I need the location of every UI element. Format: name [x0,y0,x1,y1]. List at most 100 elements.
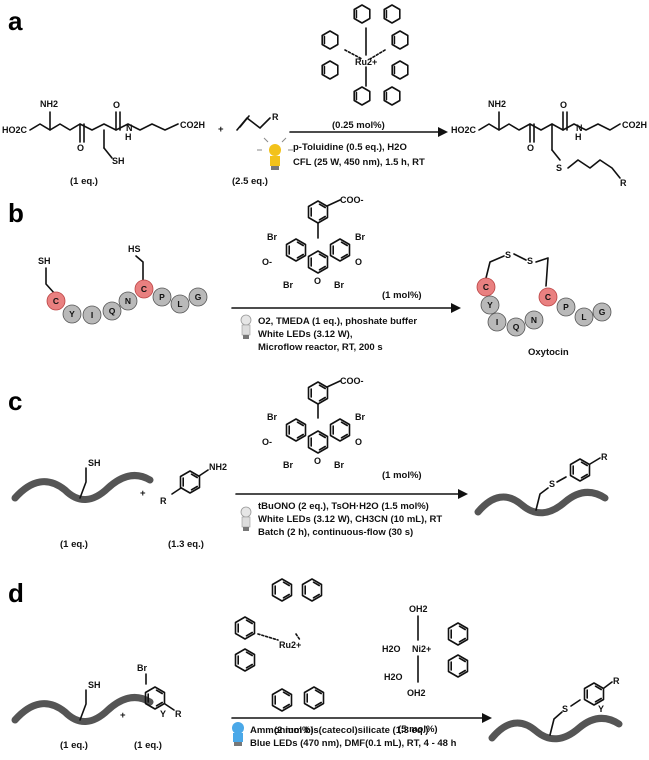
svg-text:O: O [355,257,362,267]
plus-a: + [218,124,224,135]
conditions-c-line1: tBuONO (2 eq.), TsOH·H2O (1.5 mol%) [258,501,429,512]
oxytocin-residue-4-bead [524,310,544,330]
svg-text:Br: Br [267,412,277,422]
oxytocin-residue-2-label: I [496,317,498,327]
reaction-arrow-d [231,713,492,723]
oxytocin-residue-4-label: N [531,315,537,325]
conditions-c-line2: White LEDs (3.12 W), CH3CN (10 mL), RT [258,514,442,525]
svg-text:SH: SH [88,458,101,468]
svg-text:O: O [560,100,567,110]
eosin-catalyst-c: COO- Br Br O- O O Br Br [262,376,365,470]
peptide-b-residue-7-bead [170,294,190,314]
oxytocin-residue-5-bead [538,287,558,307]
svg-text:Br: Br [267,232,277,242]
white-led-bulb-icon-b [240,314,252,339]
svg-text:Ru2+: Ru2+ [279,640,301,650]
aryl-thioether-product-c: S R [474,452,609,517]
svg-text:COO-: COO- [340,195,364,205]
oxytocin-residue-5-label: C [545,292,551,302]
catalyst-loading-a: (0.25 mol%) [332,120,385,131]
peptide-b-residue-1-bead [62,304,82,324]
conditions-b-line2: White LEDs (3.12 W), [258,329,352,340]
svg-text:H2O: H2O [384,672,403,682]
oxytocin-residue-7-bead [574,307,594,327]
oxytocin-residue-0-label: C [483,282,489,292]
peptide-b-residue-2-bead [82,305,102,325]
svg-text:Ni2+: Ni2+ [412,644,431,654]
white-led-bulb-icon-c [240,506,252,531]
svg-text:N: N [576,123,583,133]
svg-text:COO-: COO- [340,376,364,386]
svg-text:NH2: NH2 [40,99,58,109]
svg-text:O-: O- [262,437,272,447]
svg-text:O: O [314,276,321,286]
svg-text:S: S [562,704,568,714]
svg-text:HS: HS [128,244,141,254]
svg-text:O-: O- [262,257,272,267]
oxytocin-residue-8-label: G [599,307,606,317]
svg-text:R: R [613,676,620,686]
panel-label-d: d [8,578,24,608]
ni-loading-d: (5 mol%) [398,724,438,735]
peptide-b-residue-3-bead [102,301,122,321]
conditions-b-line3: Microflow reactor, RT, 200 s [258,342,383,353]
oxytocin-residue-3-label: Q [513,322,520,332]
helix-thiol-reactant-c: SH [11,458,154,503]
oxytocin-residue-1-label: Y [487,300,493,310]
svg-text:OH2: OH2 [407,688,426,698]
plus-d: + [120,710,126,721]
peptide-b-residue-7-label: L [177,299,182,309]
product-name-b: Oxytocin [528,347,569,358]
svg-text:Br: Br [355,412,365,422]
aniline-reactant-c: NH2 R [160,462,227,506]
svg-text:CO2H: CO2H [180,120,205,130]
nickel-aqua-bipyridine-catalyst: OH2 H2O Ni2+ H2O OH2 [382,604,469,698]
peptide-b-residue-0-bead [46,291,66,311]
oxytocin-residue-1-bead [480,295,500,315]
alkene-reactant-a: R [236,112,279,131]
reaction-arrow-c [235,489,468,499]
panel-label-a: a [8,6,23,36]
aryl-bromide-reactant-d: Br Y R [137,663,182,719]
svg-text:R: R [601,452,608,462]
conditions-c-line3: Batch (2 h), continuous-flow (30 s) [258,527,413,538]
eosin-catalyst-b: COO- Br Br O- O O Br Br [262,195,365,290]
svg-text:R: R [175,709,182,719]
svg-text:Br: Br [334,460,344,470]
conditions-d-line2: Blue LEDs (470 nm), DMF(0.1 mL), RT, 4 -… [250,738,457,749]
svg-text:S: S [549,479,555,489]
peptide-b-residue-5-label: C [141,284,147,294]
svg-text:O: O [527,143,534,153]
svg-text:Br: Br [283,280,293,290]
svg-text:Y: Y [598,704,604,714]
svg-text:Y: Y [160,709,166,719]
peptide-thiol-reactant-a: HO2C NH2 O SH O H N CO2H [2,99,205,166]
oxytocin-residue-7-label: L [581,312,586,322]
svg-text:Br: Br [334,280,344,290]
svg-text:HO2C: HO2C [2,125,28,135]
thiol-equiv-c: (1 eq.) [60,539,88,550]
conditions-b-line1: O2, TMEDA (1 eq.), phoshate buffer [258,316,417,327]
ru-loading-d: (2 mol%) [274,725,314,736]
reaction-arrow-a [289,127,448,137]
reaction-arrow-b [231,303,461,313]
svg-text:OH2: OH2 [409,604,428,614]
svg-text:H: H [125,132,132,142]
thioether-product-a: HO2C NH2 O S R O H N CO2H [451,99,647,188]
peptide-b-residue-6-bead [152,287,172,307]
conditions-a-line2: CFL (25 W, 450 nm), 1.5 h, RT [293,157,425,168]
ru-center: Ru2+ [355,57,377,67]
oxytocin-residue-2-bead [487,312,507,332]
peptide-b-residue-3-label: Q [109,306,116,316]
svg-text:NH2: NH2 [209,462,227,472]
svg-text:R: R [620,178,627,188]
ru-bipyridine-catalyst: Ru2+ [234,578,325,712]
conditions-d-line1: Ammonium bis(catecol)silicate (1.3 eq.) [250,725,428,736]
svg-text:S: S [505,250,511,260]
svg-text:S: S [556,163,562,173]
svg-text:NH2: NH2 [488,99,506,109]
cfl-bulb-icon [257,137,293,170]
peptide-b-residue-4-bead [118,291,138,311]
